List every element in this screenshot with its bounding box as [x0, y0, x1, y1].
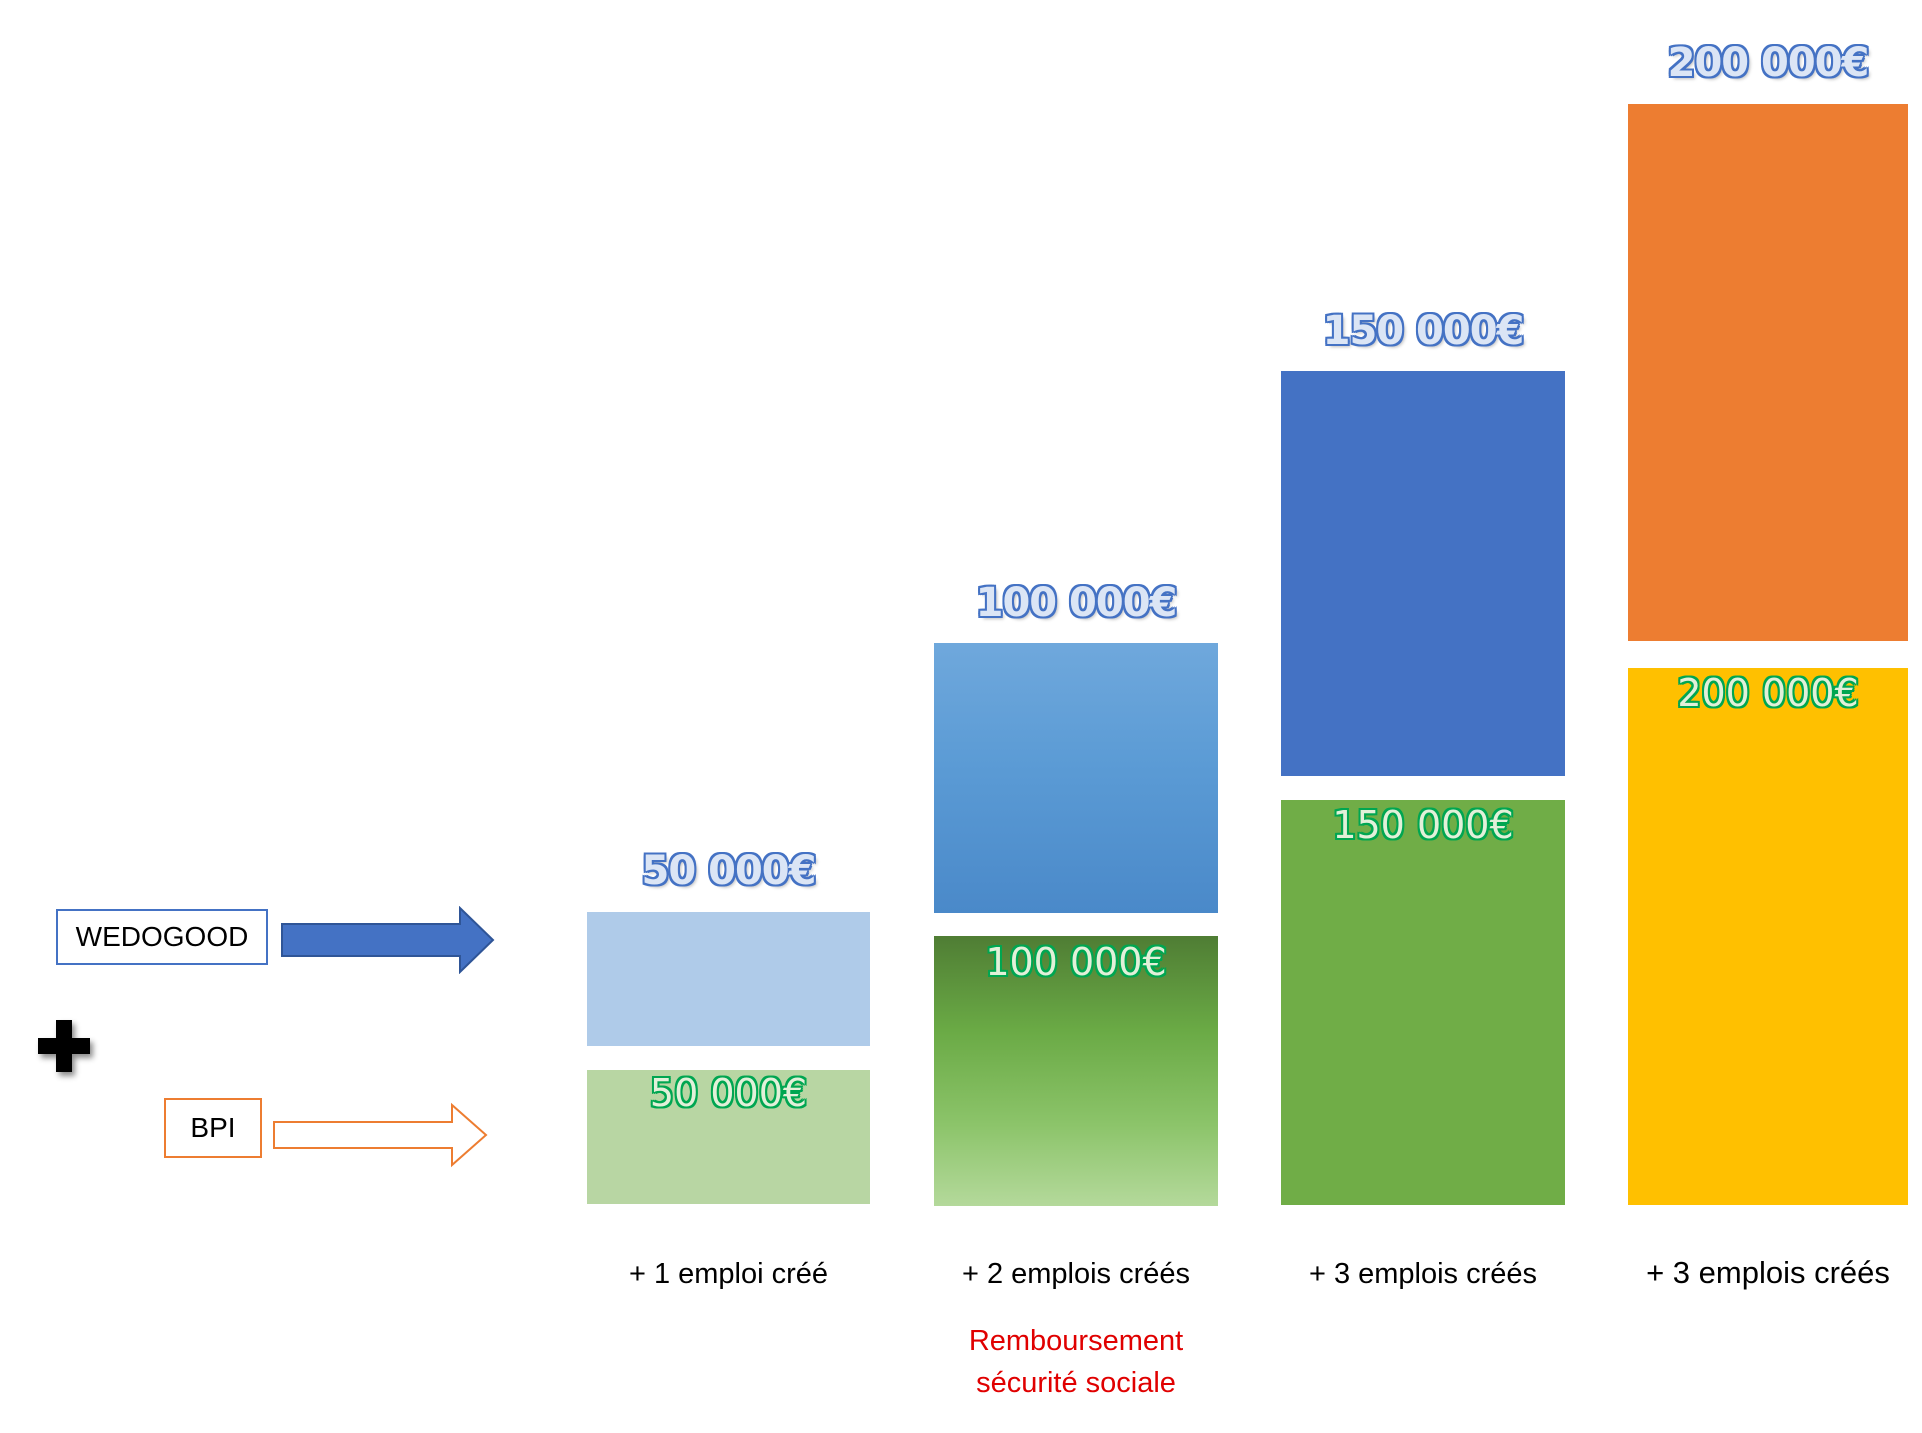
- arrow-right-filled-icon: [281, 906, 495, 974]
- bar-bpi-2: [934, 936, 1218, 1206]
- bar-bpi-3: [1281, 800, 1565, 1205]
- data-label-bpi-3: 150 000€: [1332, 803, 1514, 847]
- data-label-bpi-1: 50 000€: [649, 1071, 808, 1115]
- legend-wedogood: WEDOGOOD: [56, 909, 268, 965]
- data-label-bpi-4: 200 000€: [1677, 671, 1859, 715]
- category-label-1: + 1 emploi créé: [628, 1258, 829, 1290]
- data-label-wedogood-4: 200 000€: [1667, 40, 1870, 86]
- plus-icon: [38, 1020, 90, 1072]
- arrow-right-outline-icon: [273, 1102, 488, 1168]
- bar-wedogood-2: [934, 643, 1218, 913]
- data-label-wedogood-3: 150 000€: [1322, 308, 1525, 354]
- category-label-2: + 2 emplois créés: [961, 1258, 1191, 1290]
- bar-wedogood-3: [1281, 371, 1565, 776]
- bar-bpi-1: [587, 1070, 870, 1204]
- bar-wedogood-1: [587, 912, 870, 1046]
- data-label-wedogood-2: 100 000€: [975, 580, 1178, 626]
- data-label-wedogood-1: 50 000€: [641, 848, 817, 894]
- bar-bpi-4: [1628, 668, 1908, 1205]
- bar-wedogood-4: [1628, 104, 1908, 641]
- legend-bpi: BPI: [164, 1098, 262, 1158]
- category-label-4: + 3 emplois créés: [1646, 1255, 1890, 1290]
- data-label-bpi-2: 100 000€: [985, 940, 1167, 984]
- category-label-3: + 3 emplois créés: [1308, 1258, 1538, 1290]
- annotation-remboursement: Remboursement sécurité sociale: [968, 1325, 1184, 1399]
